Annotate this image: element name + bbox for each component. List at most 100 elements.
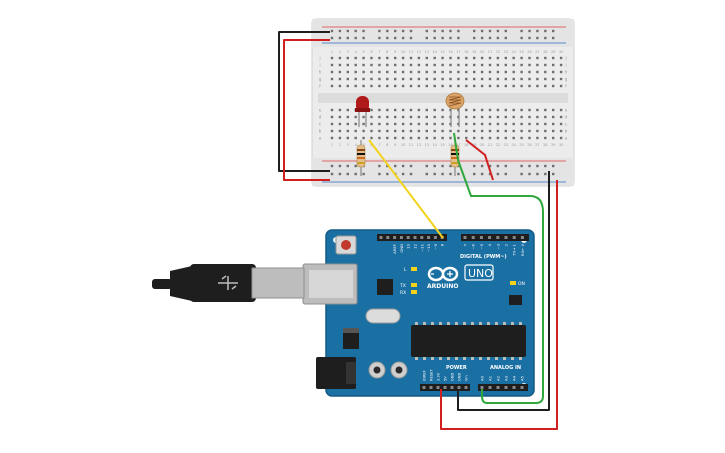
breadboard-hole <box>346 115 349 119</box>
breadboard-hole <box>346 136 349 140</box>
rail-hole <box>496 36 500 40</box>
breadboard-hole <box>528 115 531 119</box>
breadboard-hole <box>480 122 484 126</box>
rail-hole <box>480 36 484 40</box>
breadboard-hole <box>409 122 413 126</box>
led-indicator-on <box>510 281 516 285</box>
column-number: 3 <box>347 50 349 54</box>
breadboard-hole <box>394 108 397 112</box>
rail-hole <box>528 29 531 33</box>
chip-pin <box>519 357 522 360</box>
column-number: 4 <box>355 143 358 147</box>
breadboard-hole <box>346 56 349 60</box>
breadboard-hole <box>354 122 357 126</box>
digital-pin-label: 4 <box>487 243 492 246</box>
chip-pin <box>415 322 418 325</box>
led[interactable] <box>355 96 370 127</box>
rail-hole <box>330 164 334 168</box>
chip-pin <box>479 357 482 360</box>
breadboard-hole <box>370 115 373 119</box>
breadboard-hole <box>559 136 563 140</box>
breadboard-hole <box>544 70 547 74</box>
breadboard-hole <box>528 63 531 67</box>
breadboard-hole <box>465 129 468 133</box>
breadboard-hole <box>338 63 342 67</box>
rail-hole <box>536 164 539 168</box>
breadboard-hole <box>480 63 484 67</box>
rail-hole <box>425 172 428 176</box>
rail-hole <box>441 36 444 40</box>
column-number: 26 <box>527 50 531 54</box>
breadboard-hole <box>370 77 373 81</box>
rail-hole <box>378 172 381 176</box>
chip-pin <box>439 357 442 360</box>
breadboard-hole <box>346 108 349 112</box>
chip-pin <box>415 357 418 360</box>
header-pin <box>436 386 440 389</box>
column-number: 1 <box>331 50 333 54</box>
breadboard-hole <box>449 129 452 133</box>
column-number: 30 <box>559 143 563 147</box>
digital-pin-label: GND <box>399 244 404 253</box>
breadboard-hole <box>425 63 428 67</box>
column-number: 3 <box>347 143 349 147</box>
breadboard-hole <box>512 115 515 119</box>
breadboard-hole <box>425 115 428 119</box>
rail-hole <box>552 172 555 176</box>
breadboard-hole <box>449 136 452 140</box>
breadboard-hole <box>544 84 547 88</box>
photoresistor[interactable] <box>445 92 465 127</box>
resistor-led[interactable] <box>356 140 366 176</box>
rail-hole <box>386 29 389 33</box>
power-jack <box>316 357 356 389</box>
column-number: 10 <box>401 50 405 54</box>
breadboard-hole <box>346 77 349 81</box>
analog-pin-label: A4 <box>512 375 517 381</box>
column-number: 8 <box>386 143 388 147</box>
breadboard-hole <box>338 84 342 88</box>
breadboard-hole <box>386 70 389 74</box>
breadboard-hole <box>528 77 531 81</box>
breadboard-hole <box>552 129 555 133</box>
rail-hole <box>338 164 342 168</box>
breadboard-hole <box>441 129 444 133</box>
breadboard-hole <box>330 108 334 112</box>
breadboard-hole <box>552 56 555 60</box>
arduino-logo: ARDUINO <box>427 266 458 290</box>
rail-hole <box>520 29 523 33</box>
breadboard-hole <box>559 122 563 126</box>
header-pin <box>496 236 500 239</box>
rail-hole <box>394 29 397 33</box>
header-pin <box>406 236 410 239</box>
rail-hole <box>338 36 342 40</box>
breadboard-hole <box>480 136 484 140</box>
column-number: 12 <box>417 143 421 147</box>
chip-pin <box>479 322 482 325</box>
breadboard-hole <box>536 122 539 126</box>
rail-hole <box>488 36 492 40</box>
breadboard-hole <box>528 122 531 126</box>
breadboard-hole <box>386 63 389 67</box>
breadboard-hole <box>536 56 539 60</box>
on-label: ON <box>518 281 525 287</box>
breadboard-hole <box>346 63 349 67</box>
column-number: 9 <box>394 50 396 54</box>
breadboard-hole <box>330 84 334 88</box>
breadboard-hole <box>354 115 357 119</box>
breadboard-hole <box>528 84 531 88</box>
header-pin <box>479 236 483 239</box>
rail-hole <box>544 164 547 168</box>
breadboard-hole <box>330 56 334 60</box>
breadboard-hole <box>480 84 484 88</box>
breadboard-hole <box>401 70 405 74</box>
breadboard-hole <box>559 63 563 67</box>
breadboard-hole <box>378 56 381 60</box>
header-pin <box>512 386 516 389</box>
rx-label: RX <box>400 290 406 296</box>
breadboard-hole <box>425 70 428 74</box>
reset-button[interactable] <box>335 235 357 255</box>
breadboard-hole <box>441 84 444 88</box>
breadboard-hole <box>354 77 357 81</box>
breadboard-hole <box>465 84 468 88</box>
